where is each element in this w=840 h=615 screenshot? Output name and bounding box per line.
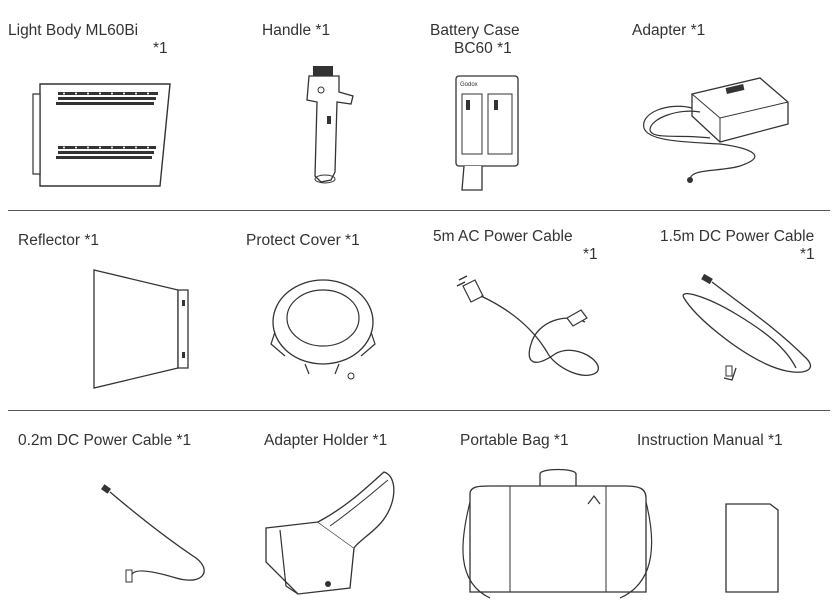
item-label-instruction-manual: Instruction Manual *1 bbox=[637, 432, 783, 449]
handle-icon bbox=[295, 66, 365, 187]
item-label-adapter: Adapter *1 bbox=[632, 22, 706, 39]
item-label-battery-case: Battery Case BC60 *1 bbox=[430, 22, 520, 57]
row-divider bbox=[8, 210, 830, 211]
item-label-dc-cable: 1.5m DC Power Cable *1 bbox=[660, 228, 815, 263]
portable-bag-icon bbox=[460, 462, 655, 602]
item-label-handle: Handle *1 bbox=[262, 22, 331, 39]
ac-power-cable-icon bbox=[455, 272, 605, 387]
short-dc-cable-icon bbox=[101, 484, 216, 590]
adapter-holder-icon bbox=[258, 466, 408, 598]
reflector-icon bbox=[86, 268, 201, 393]
adapter-icon bbox=[630, 72, 795, 183]
item-label-ac-cable: 5m AC Power Cable *1 bbox=[433, 228, 598, 263]
battery-case-icon: Godox bbox=[452, 72, 522, 194]
item-label-adapter-holder: Adapter Holder *1 bbox=[264, 432, 388, 449]
light-body-icon bbox=[30, 78, 180, 193]
svg-text:Godox: Godox bbox=[460, 82, 478, 88]
item-label-protect-cover: Protect Cover *1 bbox=[246, 232, 360, 249]
instruction-manual-icon bbox=[722, 500, 784, 596]
dc-power-cable-icon bbox=[676, 273, 826, 388]
row-divider bbox=[8, 410, 830, 411]
item-label-portable-bag: Portable Bag *1 bbox=[460, 432, 569, 449]
item-label-light-body: Light Body ML60Bi *1 bbox=[8, 22, 168, 57]
item-label-short-dc-cable: 0.2m DC Power Cable *1 bbox=[18, 432, 192, 449]
item-label-reflector: Reflector *1 bbox=[18, 232, 99, 249]
protect-cover-icon bbox=[265, 272, 380, 382]
